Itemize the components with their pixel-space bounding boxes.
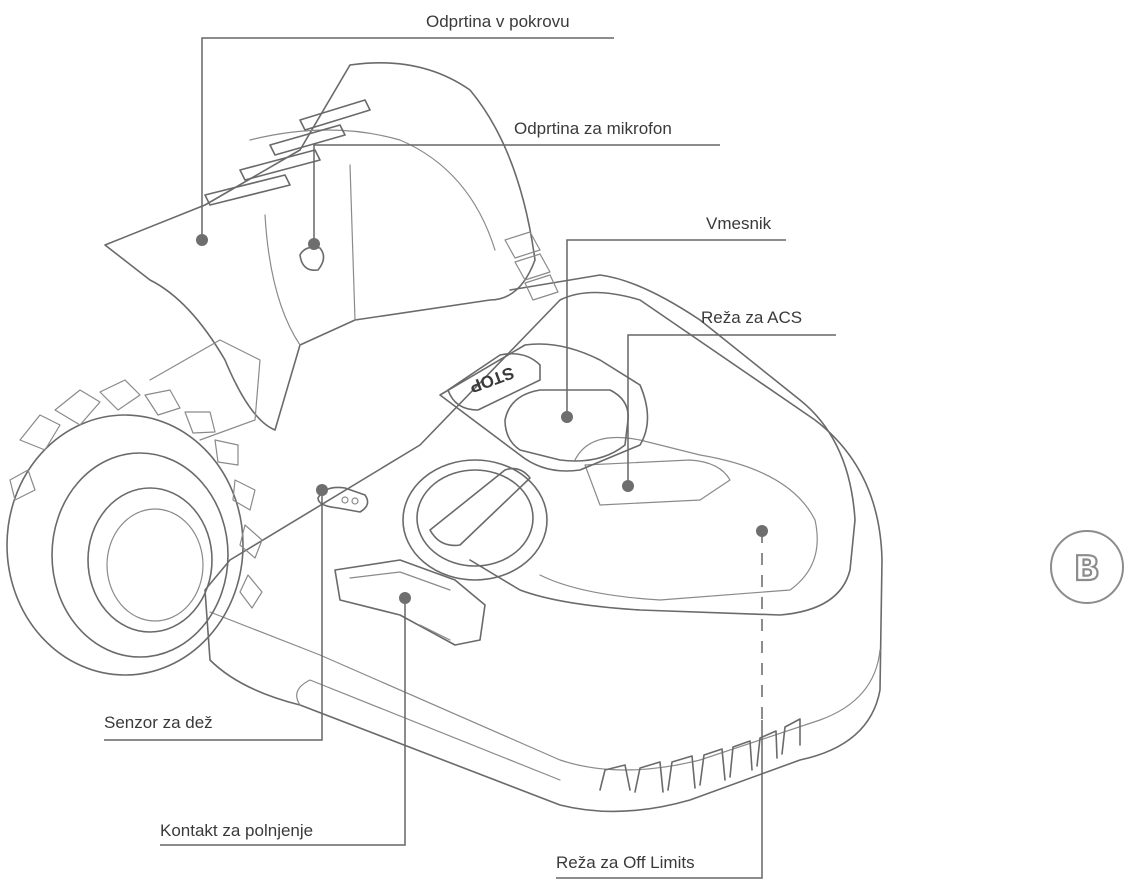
label-charging-contact: Kontakt za polnjenje xyxy=(160,821,313,840)
stop-button-shape xyxy=(447,352,541,411)
label-mic-hole: Odprtina za mikrofon xyxy=(514,119,672,138)
cover-lid-fold xyxy=(264,164,356,346)
cover-lid-ridge xyxy=(249,129,496,251)
label-cover-vent: Odprtina v pokrovu xyxy=(426,12,570,31)
callout-cover-vent: Odprtina v pokrovu xyxy=(196,12,614,246)
callout-off-limits-slot: Reža za Off Limits xyxy=(556,525,768,879)
section-badge-letter: B xyxy=(1074,549,1100,589)
callout-acs-slot: Reža za ACS xyxy=(622,308,836,492)
cover-vent-slots xyxy=(204,99,371,206)
mic-hole-shape xyxy=(299,246,325,272)
callout-charging-contact: Kontakt za polnjenje xyxy=(160,592,411,846)
mower-skirt xyxy=(209,611,881,771)
rear-deck xyxy=(149,339,261,441)
rear-wheel xyxy=(6,379,263,676)
mower-illustration: STOP xyxy=(6,62,883,813)
charging-contact-shape xyxy=(334,559,486,646)
label-acs-slot: Reža za ACS xyxy=(701,308,802,327)
section-badge: B xyxy=(1050,530,1124,604)
label-interface: Vmesnik xyxy=(706,214,772,233)
mower-body-outline xyxy=(204,291,883,813)
interface-screen xyxy=(504,389,629,462)
top-deck-inner xyxy=(539,436,818,601)
mower-skirt-lower xyxy=(296,679,561,781)
interface-panel: STOP xyxy=(439,343,649,472)
cover-lid xyxy=(104,62,536,431)
callout-rain-sensor: Senzor za dež xyxy=(104,484,328,741)
top-deck xyxy=(469,274,856,616)
callout-interface: Vmesnik xyxy=(561,214,786,423)
stop-button-label: STOP xyxy=(467,363,517,397)
hinge-tread xyxy=(504,231,559,301)
front-tread xyxy=(599,718,801,793)
rain-sensor-shape xyxy=(317,486,369,513)
acs-slot-shape xyxy=(584,459,731,506)
callout-mic-hole: Odprtina za mikrofon xyxy=(308,119,720,250)
label-off-limits-slot: Reža za Off Limits xyxy=(556,853,695,872)
callouts: Odprtina v pokrovu Odprtina za mikrofon … xyxy=(104,12,836,879)
label-rain-sensor: Senzor za dež xyxy=(104,713,213,732)
height-adjust-knob xyxy=(402,459,548,581)
